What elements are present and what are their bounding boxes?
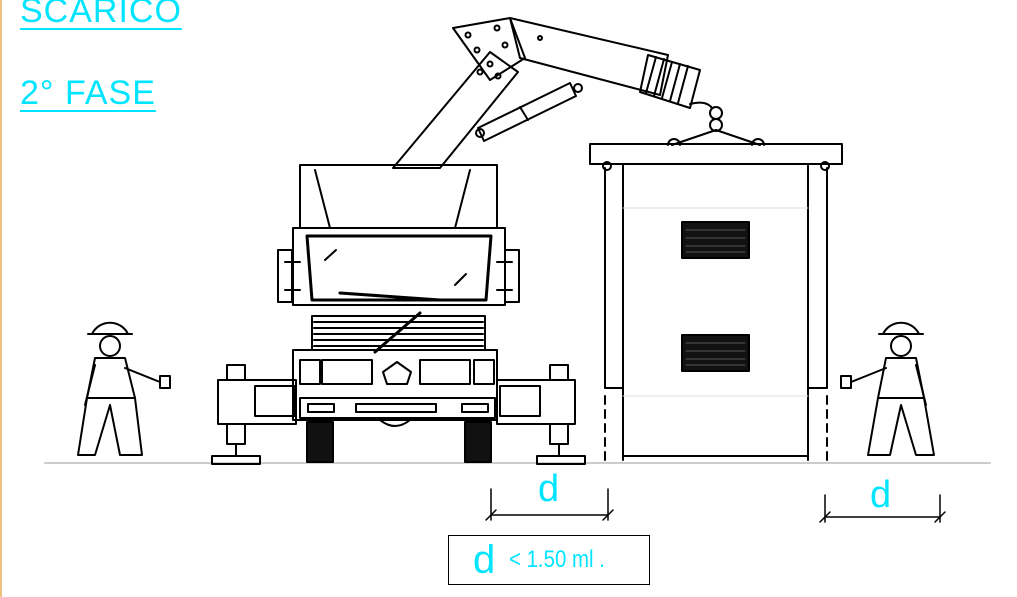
note-text: < 1.50 ml . — [509, 546, 606, 573]
dimension-label-right: d — [870, 474, 892, 516]
crane-boom — [392, 17, 765, 169]
truck-front — [211, 164, 586, 465]
title-line-1: SCARICO — [20, 0, 182, 30]
worker-right — [840, 321, 935, 456]
worker-left — [77, 321, 171, 456]
title-line-2: 2° FASE — [20, 74, 156, 112]
left-border — [0, 0, 2, 597]
note-symbol: d — [473, 538, 496, 582]
distance-note-box: d < 1.50 ml . — [448, 535, 650, 585]
dimension-label-left: d — [538, 468, 560, 510]
dimension-right — [819, 494, 946, 523]
container-cabin — [589, 143, 843, 461]
dimension-left — [485, 488, 614, 521]
